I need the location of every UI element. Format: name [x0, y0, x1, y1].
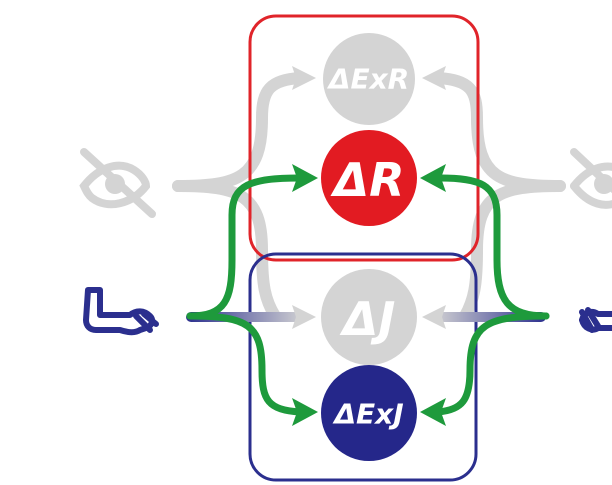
- node-dexr-label: ΔExR: [327, 63, 409, 96]
- node-dr-circle: [321, 130, 417, 226]
- straight-arm-icon: [579, 307, 612, 333]
- arrowhead-into-dexj-right: [420, 398, 446, 426]
- node-dr: ΔR: [321, 130, 417, 226]
- node-dj: ΔJ: [321, 269, 417, 365]
- gray-eye-bracket-left: [172, 72, 306, 192]
- gray-arrowheads: [292, 66, 446, 90]
- bent-arm-icon: [83, 287, 159, 336]
- green-right-up: [436, 174, 550, 320]
- node-dexr: ΔExR: [323, 33, 415, 125]
- gray-eye-bracket-left-low: [172, 180, 281, 322]
- red-box: [248, 14, 480, 262]
- green-left-up: [186, 174, 304, 320]
- eye-slash-icon: [570, 148, 612, 209]
- green-left-down: [186, 312, 304, 416]
- node-dj-label: ΔJ: [339, 292, 396, 346]
- arrowhead-into-dr-left: [292, 164, 318, 192]
- node-dexj-circle: [321, 365, 417, 461]
- arrowhead-into-dr-right: [420, 164, 446, 192]
- node-dexr-circle: [323, 33, 415, 125]
- blue-box: [248, 252, 478, 482]
- arrowhead-into-dexj-left: [292, 398, 318, 426]
- arrowhead-beam-right: [422, 305, 446, 329]
- node-dr-label: ΔR: [329, 153, 404, 207]
- arrowhead-into-dexr-left: [292, 66, 316, 90]
- green-arrowheads: [292, 164, 446, 426]
- node-dj-circle: [321, 269, 417, 365]
- gray-eye-bracket-right: [432, 72, 566, 192]
- arrowhead-into-dexr-right: [422, 66, 446, 90]
- green-paths: [186, 174, 550, 416]
- arrowhead-beam-left: [292, 305, 316, 329]
- node-dexj-label: ΔExJ: [332, 398, 403, 431]
- green-right-down: [434, 312, 550, 416]
- eye-slash-icon: [79, 148, 156, 218]
- node-dexj: ΔExJ: [321, 365, 417, 461]
